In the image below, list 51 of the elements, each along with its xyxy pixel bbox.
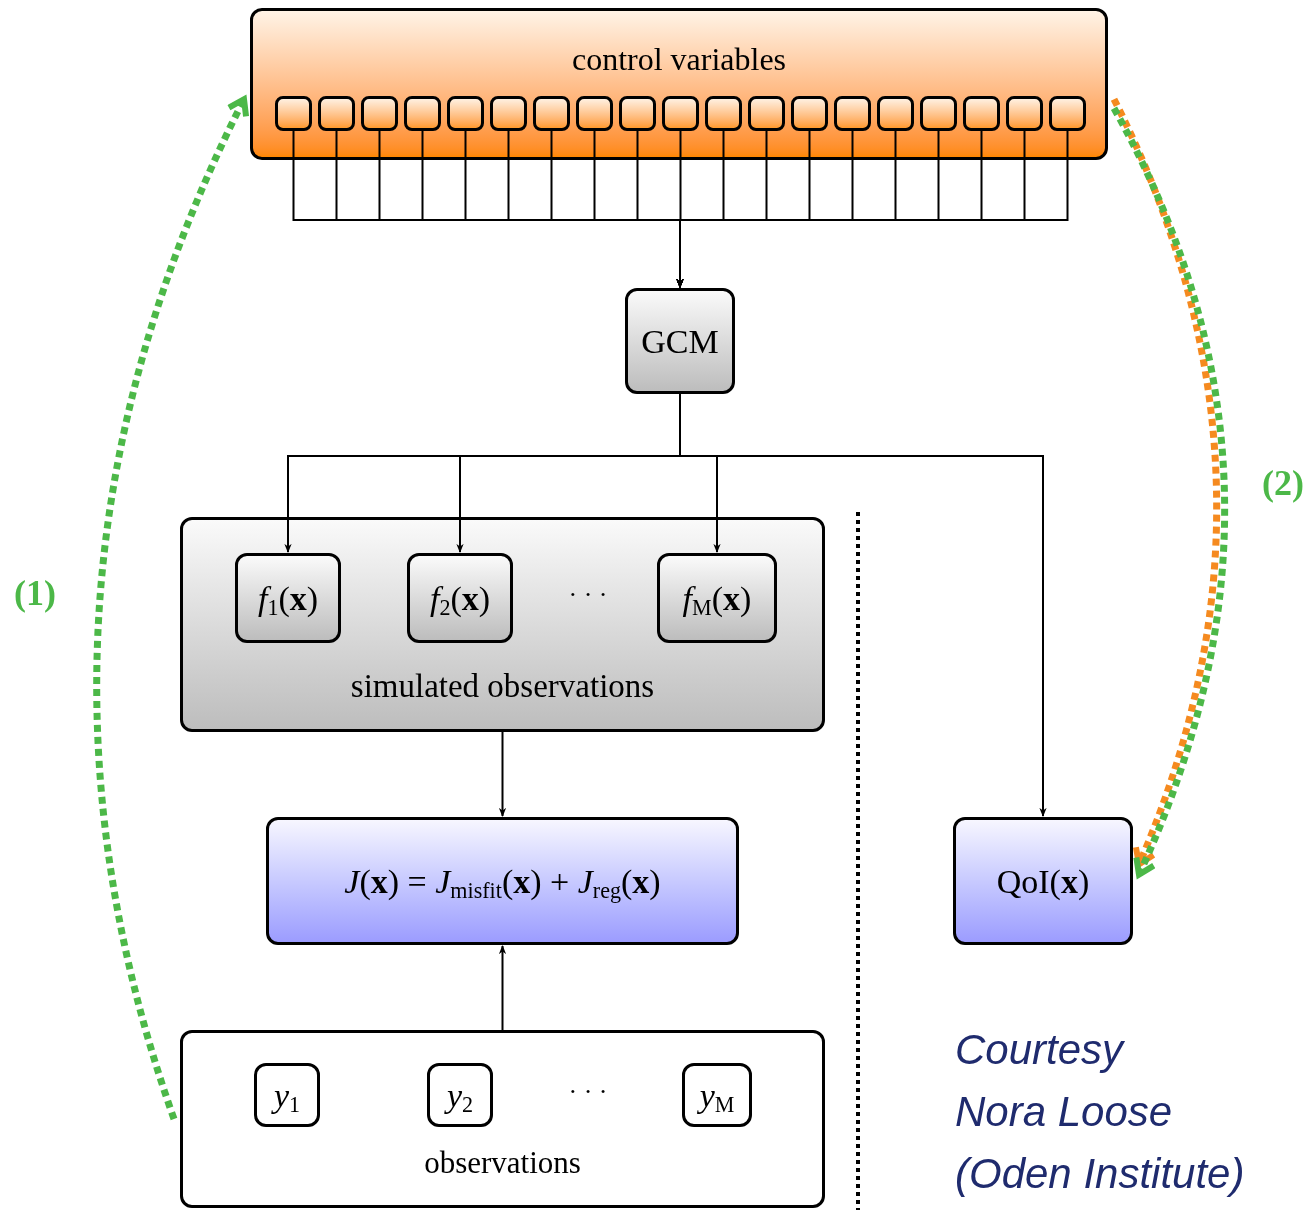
group-title: control variables	[570, 40, 788, 79]
process-box	[625, 288, 735, 394]
small-rounded-box	[791, 96, 828, 131]
small-rounded-box	[275, 96, 312, 131]
small-rounded-box	[361, 96, 398, 131]
credit-text: (Oden Institute)	[955, 1149, 1245, 1199]
formula-text: f$_{M}$(x)	[682, 578, 752, 622]
process-box	[427, 1063, 493, 1127]
ellipsis-text: · · ·	[567, 1076, 609, 1108]
formula-text: J(x) = J$_{misfit}$(x) + J$_{reg}$(x)	[344, 861, 661, 905]
process-box	[682, 1063, 752, 1127]
small-rounded-box	[705, 96, 742, 131]
arrow	[498, 731, 507, 817]
arrow	[498, 945, 507, 1031]
process-box	[953, 817, 1133, 945]
dashed-curved-arrow	[93, 96, 250, 1121]
small-rounded-box	[490, 96, 527, 131]
formula-text: y$_{1}$	[273, 1075, 301, 1119]
formula-text: QoI(x)	[996, 861, 1090, 902]
process-box	[657, 553, 777, 643]
formula-text: f$_{1}$(x)	[257, 578, 319, 622]
formula-text: y$_{M}$	[699, 1075, 735, 1119]
credit-text: Nora Loose	[955, 1087, 1173, 1137]
formula-text: y$_{2}$	[446, 1075, 474, 1119]
group-box	[180, 1030, 825, 1208]
formula-text: f$_{2}$(x)	[429, 578, 491, 622]
small-rounded-box	[877, 96, 914, 131]
small-rounded-box	[748, 96, 785, 131]
node-label: GCM	[641, 321, 719, 362]
small-rounded-box	[963, 96, 1000, 131]
small-rounded-box	[619, 96, 656, 131]
process-box	[407, 553, 513, 643]
small-rounded-box	[1006, 96, 1043, 131]
group-title: observations	[423, 1144, 582, 1183]
credit-text: Courtesy	[955, 1025, 1124, 1075]
small-rounded-box	[533, 96, 570, 131]
process-box	[266, 817, 739, 945]
small-rounded-box	[834, 96, 871, 131]
group-box	[250, 8, 1108, 160]
small-rounded-box	[447, 96, 484, 131]
small-rounded-box	[920, 96, 957, 131]
small-rounded-box	[318, 96, 355, 131]
small-rounded-box	[404, 96, 441, 131]
group-title: simulated observations	[349, 666, 656, 706]
ellipsis-text: · · ·	[567, 579, 609, 611]
small-rounded-box	[576, 96, 613, 131]
small-rounded-box	[662, 96, 699, 131]
process-box	[235, 553, 341, 643]
group-box	[180, 517, 825, 732]
process-box	[254, 1063, 320, 1127]
small-rounded-box	[1049, 96, 1086, 131]
